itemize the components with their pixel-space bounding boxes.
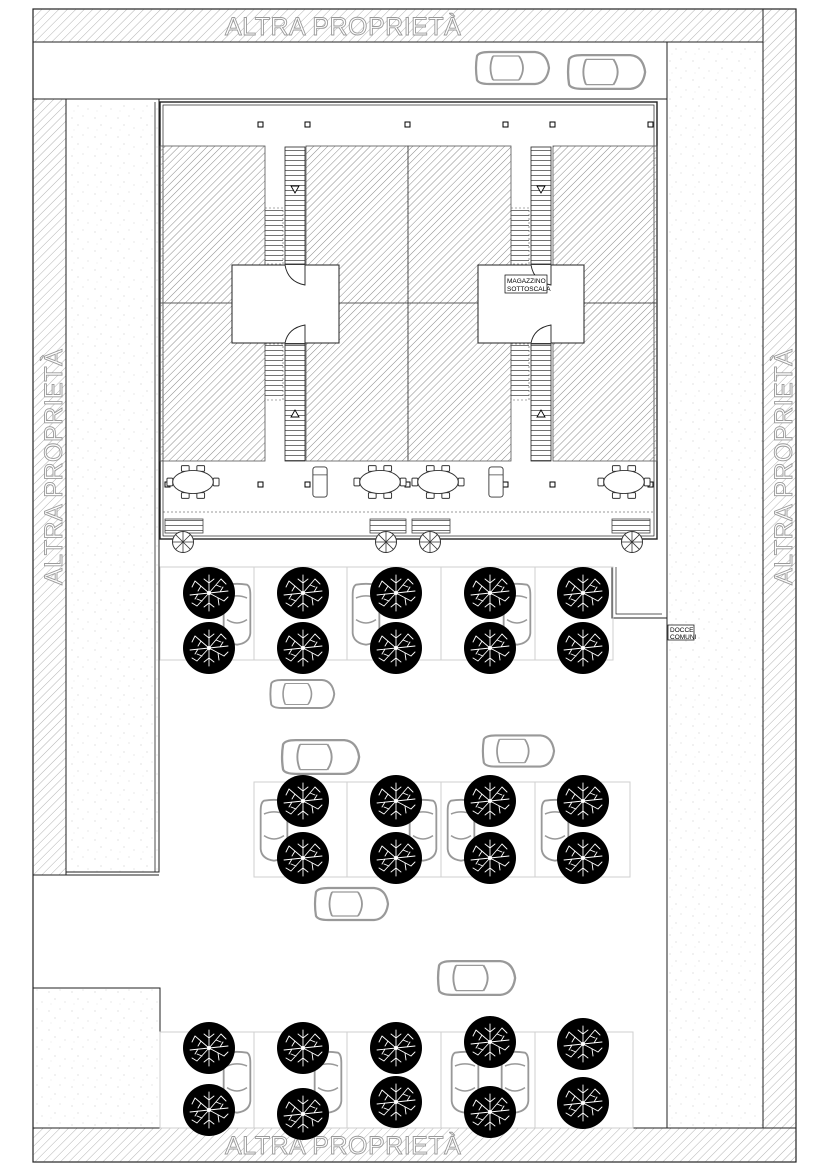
- tree-icon: [463, 774, 517, 828]
- showers-label-line1: DOCCE: [670, 627, 694, 634]
- landing-left: [231, 264, 340, 344]
- tree-icon: [463, 621, 517, 675]
- tree-icon: [276, 774, 330, 828]
- car-icon: [280, 738, 361, 776]
- tree-icon: [556, 566, 610, 620]
- storage-label-box: [504, 274, 548, 294]
- showers-label-line2: COMUNI: [670, 634, 697, 641]
- sunbed-icon: [312, 466, 328, 498]
- tree-icon: [463, 1085, 517, 1139]
- tree-icon: [556, 774, 610, 828]
- tree-icon: [276, 1087, 330, 1141]
- tree-icon: [276, 566, 330, 620]
- stair-arrow-icon: [290, 185, 300, 194]
- tree-icon: [463, 1015, 517, 1069]
- stair-arrow-icon: [290, 409, 300, 418]
- tree-icon: [556, 1076, 610, 1130]
- tree-icon: [276, 1021, 330, 1075]
- neighbor-strip-top: [32, 8, 764, 43]
- stair-arrow-icon: [536, 409, 546, 418]
- tree-icon: [182, 621, 236, 675]
- sunbed-icon: [488, 466, 504, 498]
- umbrella-icon: [172, 531, 194, 553]
- label-neighbor-right: ALTRA PROPRIETÀ: [769, 349, 798, 585]
- storage-label-line1: MAGAZZINO: [507, 278, 546, 285]
- tree-icon: [369, 831, 423, 885]
- neighbor-strip-left: [32, 98, 67, 876]
- tree-icon: [369, 1021, 423, 1075]
- garden-right: [666, 41, 764, 1129]
- tree-icon: [463, 566, 517, 620]
- car-icon: [474, 50, 551, 86]
- tree-icon: [182, 1021, 236, 1075]
- tree-icon: [276, 621, 330, 675]
- stair-arrow-icon: [536, 185, 546, 194]
- tree-icon: [276, 831, 330, 885]
- tree-icon: [463, 831, 517, 885]
- umbrella-icon: [621, 531, 643, 553]
- tree-icon: [556, 621, 610, 675]
- tree-icon: [369, 774, 423, 828]
- tree-icon: [182, 566, 236, 620]
- label-neighbor-left: ALTRA PROPRIETÀ: [39, 349, 68, 585]
- umbrella-icon: [375, 531, 397, 553]
- garden-bottom-left: [32, 987, 161, 1129]
- car-icon: [481, 734, 556, 768]
- tree-icon: [369, 1075, 423, 1129]
- label-neighbor-top: ALTRA PROPRIETÀ: [225, 12, 461, 41]
- tree-icon: [182, 1083, 236, 1137]
- building: MAGAZZINO SOTTOSCALA: [159, 101, 658, 540]
- car-icon: [313, 886, 390, 922]
- tree-icon: [369, 566, 423, 620]
- neighbor-strip-right: [762, 8, 797, 1129]
- umbrella-icon: [419, 531, 441, 553]
- garden-left: [65, 98, 160, 873]
- staircase-left: [264, 146, 306, 462]
- label-neighbor-bottom: ALTRA PROPRIETÀ: [225, 1131, 461, 1160]
- showers-label-box: [667, 624, 695, 641]
- storage-label-line2: SOTTOSCALA: [507, 286, 551, 293]
- car-icon: [269, 678, 336, 710]
- tree-icon: [369, 621, 423, 675]
- car-icon: [566, 53, 647, 91]
- staircase-right: [510, 146, 552, 462]
- tree-icon: [556, 831, 610, 885]
- car-icon: [436, 959, 517, 997]
- tree-icon: [556, 1017, 610, 1071]
- parking-grid-middle: [253, 781, 631, 878]
